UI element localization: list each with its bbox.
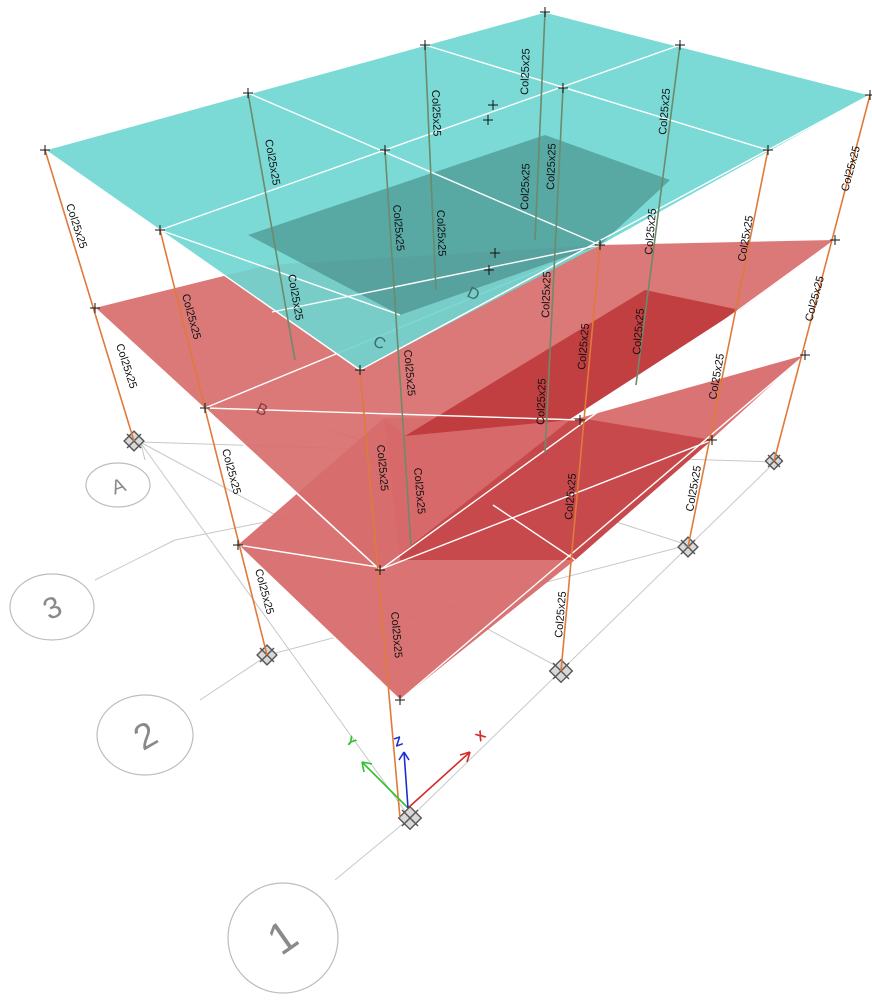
column-b1[interactable]: [247, 92, 296, 361]
column-label: Col25x25: [576, 323, 592, 370]
column-label: Col25x25: [219, 448, 243, 496]
grid-axis-line-a: [139, 441, 411, 819]
column-label: Col25x25: [374, 444, 390, 491]
column-label: Col25x25: [535, 378, 549, 425]
column-a3[interactable]: [359, 369, 401, 819]
column-label: Col25x25: [839, 145, 863, 193]
column-label: Col25x25: [519, 48, 533, 95]
column-label: Col25x25: [411, 467, 427, 514]
column-label: Col25x25: [519, 163, 533, 210]
column-label: Col25x25: [563, 473, 579, 520]
column-label: Col25x25: [390, 204, 406, 251]
grid-bubble-1[interactable]: 1: [227, 882, 339, 994]
support-icon: [397, 805, 423, 831]
grid-bubbles: 1 2 3 A: [9, 462, 339, 994]
gridline-3: [94, 539, 176, 581]
gridline-2: [199, 654, 269, 701]
column-label: Col25x25: [388, 611, 404, 658]
column-label: Col25x25: [657, 88, 673, 135]
column-label: Col25x25: [545, 143, 559, 190]
floor-2-dark-region: [405, 290, 740, 436]
column-label: Col25x25: [643, 208, 659, 255]
gridline-1: [334, 817, 411, 881]
column-b2[interactable]: [384, 149, 412, 547]
column-a1[interactable]: [44, 149, 135, 442]
column-a2[interactable]: [159, 229, 268, 656]
roof-dark-region: [248, 135, 670, 315]
column-label: Col25x25: [63, 202, 89, 250]
axis-y-label: Y: [343, 733, 360, 750]
grid-axis-line-front: [409, 461, 776, 819]
column-label: Col25x25: [631, 308, 647, 355]
column-label: Col25x25: [401, 349, 417, 396]
column-c1[interactable]: [424, 44, 437, 291]
column-b3[interactable]: [560, 244, 601, 672]
column-label: Col25x25: [429, 90, 443, 137]
column-label: Col25x25: [434, 210, 448, 257]
column-label: Col25x25: [553, 591, 569, 638]
joint-markers: [40, 7, 872, 705]
floor-2-slab[interactable]: [94, 239, 836, 571]
grid-bubble-3[interactable]: 3: [9, 573, 95, 641]
columns: [44, 11, 871, 819]
column-label: Col25x25: [803, 275, 827, 323]
axis-x-label: X: [472, 727, 489, 744]
column-label: Col25x25: [684, 465, 704, 513]
column-c3[interactable]: [687, 149, 769, 548]
roof-slab[interactable]: [44, 11, 871, 371]
grid-bubble-a[interactable]: A: [85, 462, 151, 508]
column-d1[interactable]: [534, 11, 546, 241]
global-axes: X Y Z: [343, 727, 489, 809]
column-d3[interactable]: [773, 94, 871, 462]
grid-bubble-2[interactable]: 2: [96, 694, 194, 776]
column-label: Col25x25: [540, 271, 554, 318]
column-c2[interactable]: [544, 87, 564, 454]
column-d2[interactable]: [635, 44, 681, 386]
